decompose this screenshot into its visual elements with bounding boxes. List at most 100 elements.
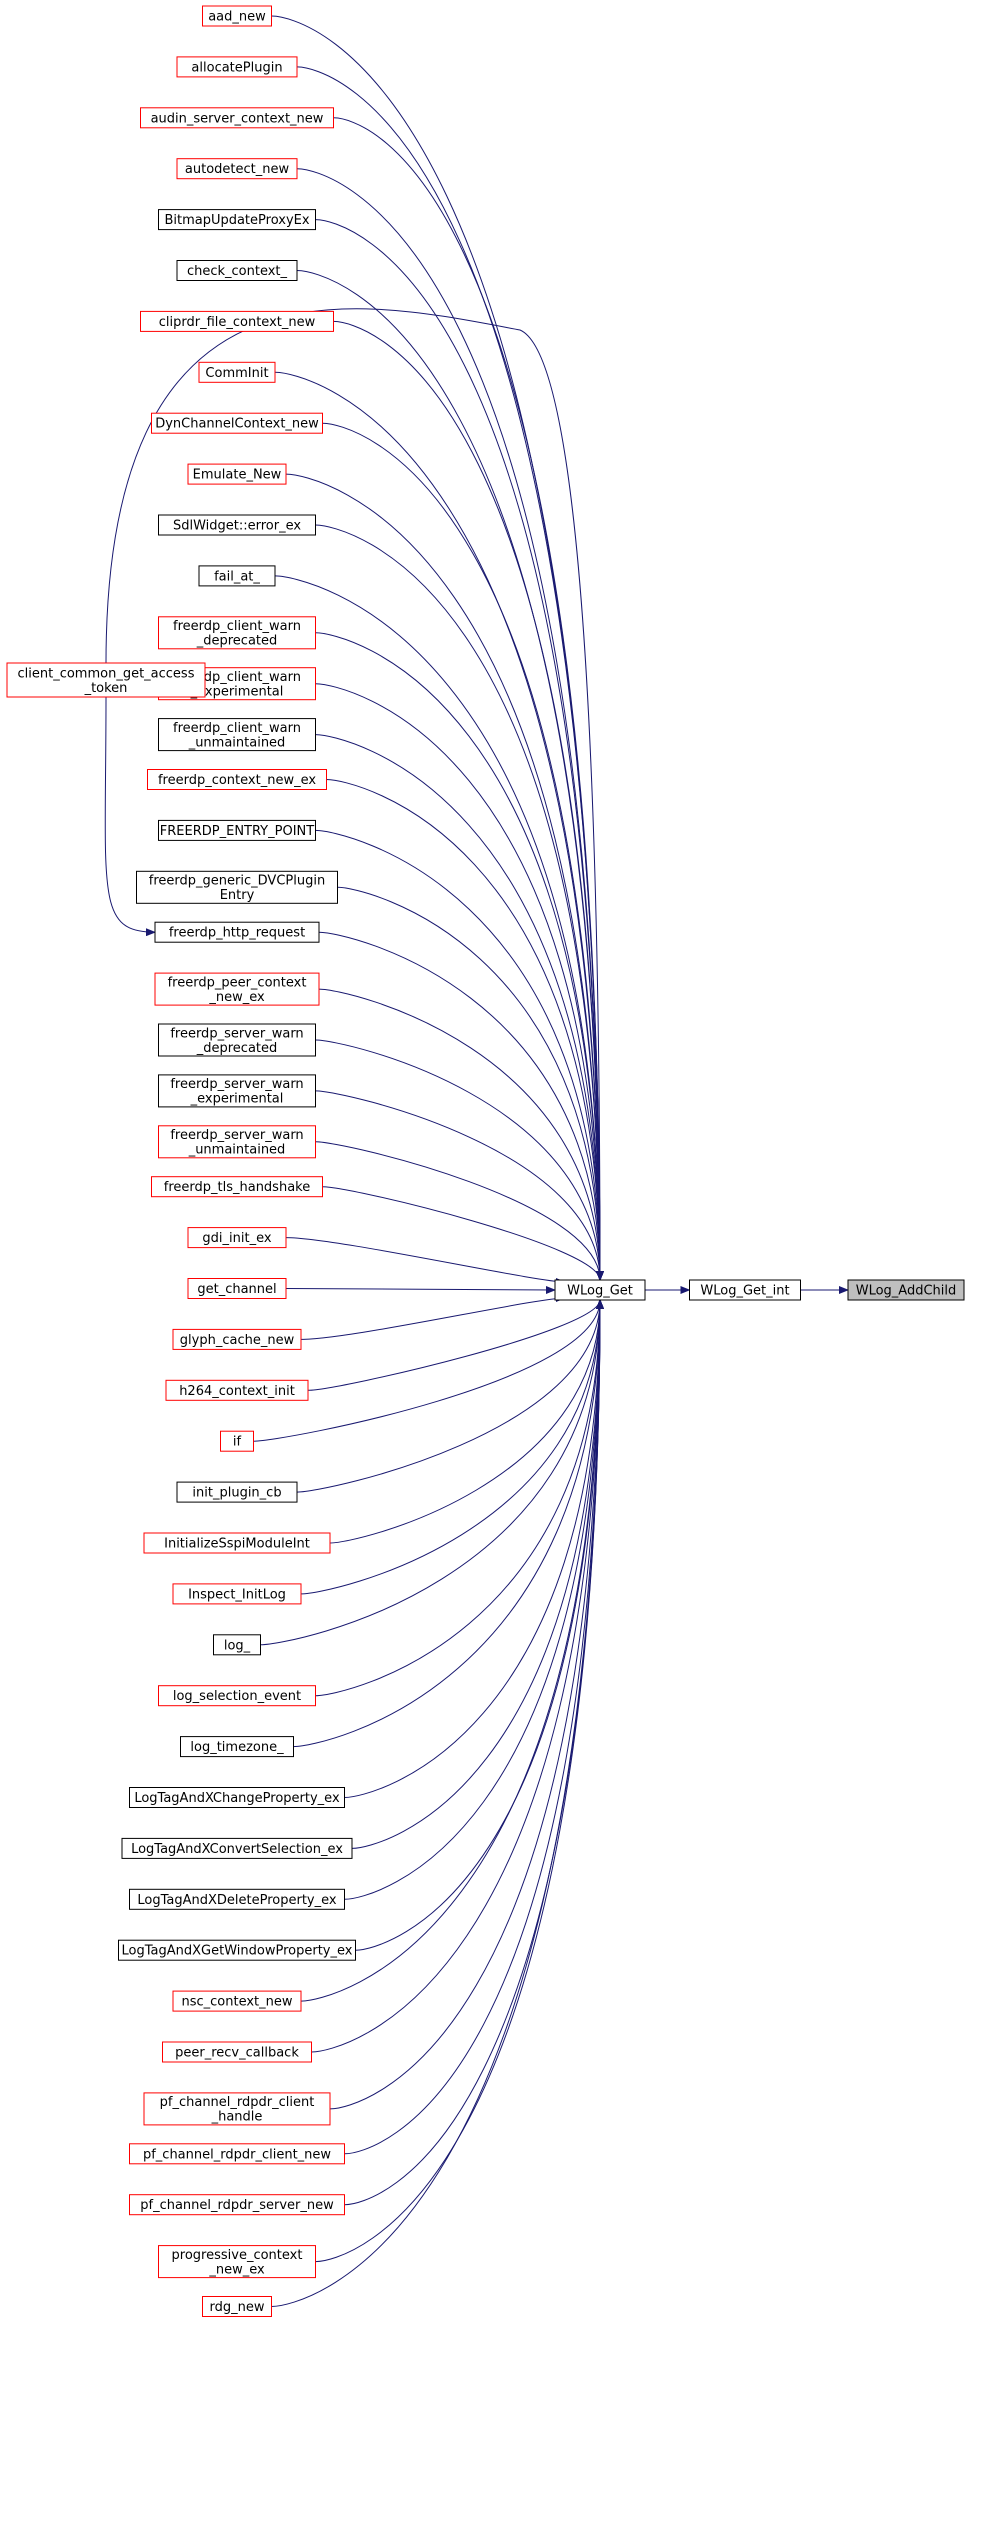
edge-peer-recv-callback-to-wlog-get bbox=[311, 1299, 604, 2053]
node-label: _experimental bbox=[190, 684, 284, 699]
node-init-plugin-cb[interactable]: init_plugin_cb bbox=[176, 1481, 298, 1503]
node-freerdp-entry-point[interactable]: FREERDP_ENTRY_POINT bbox=[158, 819, 316, 841]
node-wlog-get[interactable]: WLog_Get bbox=[554, 1279, 646, 1301]
node-inspect-initlog[interactable]: Inspect_InitLog bbox=[172, 1583, 302, 1605]
edge-freerdp-generic-dvcplugin-entry-to-wlog-get bbox=[337, 886, 604, 1281]
node-label: progressive_context bbox=[172, 2248, 303, 2263]
edge-log-selection-event-to-wlog-get bbox=[315, 1299, 604, 1697]
node-aad-new[interactable]: aad_new bbox=[202, 5, 272, 27]
node-progressive-context-new-ex[interactable]: progressive_context_new_ex bbox=[158, 2245, 316, 2279]
node-peer-recv-callback[interactable]: peer_recv_callback bbox=[162, 2041, 312, 2063]
edge-pf-channel-rdpdr-client-new-to-wlog-get bbox=[344, 1299, 604, 2155]
node-label: if bbox=[233, 1435, 242, 1450]
node-box bbox=[129, 2143, 345, 2165]
node-client-common-get-access-token[interactable]: client_common_get_access_token bbox=[6, 662, 206, 698]
node-box bbox=[176, 56, 298, 78]
node-freerdp-client-warn-unmaintained[interactable]: freerdp_client_warn_unmaintained bbox=[158, 718, 316, 752]
node-label: _handle bbox=[211, 2110, 263, 2125]
node-bitmapupdateproxyex[interactable]: BitmapUpdateProxyEx bbox=[158, 209, 316, 231]
node-box bbox=[143, 2092, 331, 2126]
node-box bbox=[158, 2245, 316, 2279]
node-box bbox=[118, 1939, 356, 1961]
edge-freerdp-server-warn-unmaintained-to-wlog-get bbox=[315, 1141, 604, 1281]
node-pf-channel-rdpdr-server-new[interactable]: pf_channel_rdpdr_server_new bbox=[129, 2194, 345, 2216]
node-freerdp-client-warn-deprecated[interactable]: freerdp_client_warn_deprecated bbox=[158, 616, 316, 650]
node-nsc-context-new[interactable]: nsc_context_new bbox=[172, 1990, 302, 2012]
edge-freerdp-entry-point-to-wlog-get bbox=[315, 829, 604, 1281]
node-log-timezone[interactable]: log_timezone_ bbox=[180, 1736, 294, 1758]
node-label: check_context_ bbox=[187, 264, 288, 279]
node-h264-context-init[interactable]: h264_context_init bbox=[165, 1379, 309, 1401]
node-glyph-cache-new[interactable]: glyph_cache_new bbox=[172, 1328, 302, 1350]
node-allocateplugin[interactable]: allocatePlugin bbox=[176, 56, 298, 78]
edge-pf-channel-rdpdr-client-handle-to-wlog-get bbox=[329, 1299, 604, 2110]
node-freerdp-server-warn-experimental[interactable]: freerdp_server_warn_experimental bbox=[158, 1074, 316, 1108]
node-box bbox=[136, 870, 338, 904]
node-label: WLog_Get_int bbox=[700, 1284, 789, 1299]
edge-initializesspimoduleint-to-wlog-get bbox=[329, 1299, 604, 1544]
node-box bbox=[172, 1583, 302, 1605]
node-freerdp-server-warn-unmaintained[interactable]: freerdp_server_warn_unmaintained bbox=[158, 1125, 316, 1159]
edge-fail-at-to-wlog-get bbox=[274, 575, 604, 1281]
node-comminit[interactable]: CommInit bbox=[198, 361, 276, 383]
node-gdi-init-ex[interactable]: gdi_init_ex bbox=[187, 1227, 287, 1249]
node-logtagandxconvertselection-ex[interactable]: LogTagAndXConvertSelection_ex bbox=[121, 1837, 353, 1859]
node-label: freerdp_client_warn bbox=[173, 619, 301, 634]
node-box bbox=[176, 1481, 298, 1503]
node-box bbox=[154, 921, 320, 943]
node-get-channel[interactable]: get_channel bbox=[187, 1278, 287, 1299]
node-label: Emulate_New bbox=[193, 468, 282, 483]
node-autodetect-new[interactable]: autodetect_new bbox=[176, 158, 298, 180]
node-dynchannelcontext-new[interactable]: DynChannelContext_new bbox=[151, 412, 323, 434]
node-cliprdr-file-context-new[interactable]: cliprdr_file_context_new bbox=[140, 310, 334, 332]
node-rdg-new[interactable]: rdg_new bbox=[202, 2296, 272, 2317]
node-box bbox=[158, 1074, 316, 1108]
node-logtagandxdeleteproperty-ex[interactable]: LogTagAndXDeleteProperty_ex bbox=[129, 1888, 345, 1910]
node-label: freerdp_generic_DVCPlugin bbox=[149, 874, 325, 889]
node-box bbox=[129, 1787, 345, 1808]
node-label: Entry bbox=[220, 888, 255, 903]
node-wlog-addchild[interactable]: WLog_AddChild bbox=[847, 1279, 965, 1301]
node-label: _unmaintained bbox=[188, 735, 286, 750]
node-label: LogTagAndXConvertSelection_ex bbox=[131, 1842, 343, 1857]
node-emulate-new[interactable]: Emulate_New bbox=[187, 463, 287, 485]
node-box bbox=[689, 1279, 801, 1301]
node-box bbox=[176, 158, 298, 180]
node-freerdp-http-request[interactable]: freerdp_http_request bbox=[154, 921, 320, 943]
node-log-selection-event[interactable]: log_selection_event bbox=[158, 1685, 316, 1707]
node-freerdp-tls-handshake[interactable]: freerdp_tls_handshake bbox=[151, 1176, 323, 1198]
node-label: log_selection_event bbox=[173, 1689, 301, 1704]
node-check-context[interactable]: check_context_ bbox=[176, 260, 298, 281]
node-fail-at[interactable]: fail_at_ bbox=[198, 565, 276, 587]
node-initializesspimoduleint[interactable]: InitializeSspiModuleInt bbox=[143, 1532, 331, 1554]
node-label: freerdp_server_warn bbox=[170, 1128, 303, 1143]
node-if[interactable]: if bbox=[220, 1430, 254, 1452]
node-label: allocatePlugin bbox=[191, 60, 282, 75]
node-box bbox=[213, 1634, 261, 1656]
node-label: pf_channel_rdpdr_client bbox=[160, 2095, 315, 2110]
node-freerdp-server-warn-deprecated[interactable]: freerdp_server_warn_deprecated bbox=[158, 1023, 316, 1057]
node-label: glyph_cache_new bbox=[180, 1333, 295, 1348]
node-label: _new_ex bbox=[208, 2262, 265, 2277]
node-label: pf_channel_rdpdr_client_new bbox=[143, 2147, 331, 2162]
node-wlog-get-int[interactable]: WLog_Get_int bbox=[689, 1279, 801, 1301]
node-box bbox=[198, 565, 276, 587]
node-logtagandxchangeproperty-ex[interactable]: LogTagAndXChangeProperty_ex bbox=[129, 1787, 345, 1808]
node-label: autodetect_new bbox=[185, 162, 290, 177]
node-log[interactable]: log_ bbox=[213, 1634, 261, 1656]
node-freerdp-peer-context-new-ex[interactable]: freerdp_peer_context_new_ex bbox=[154, 972, 320, 1006]
node-logtagandxgetwindowproperty-ex[interactable]: LogTagAndXGetWindowProperty_ex bbox=[118, 1939, 356, 1961]
node-pf-channel-rdpdr-client-new[interactable]: pf_channel_rdpdr_client_new bbox=[129, 2143, 345, 2165]
node-sdlwidget-error-ex[interactable]: SdlWidget::error_ex bbox=[158, 514, 316, 536]
node-audin-server-context-new[interactable]: audin_server_context_new bbox=[140, 107, 334, 129]
node-freerdp-context-new-ex[interactable]: freerdp_context_new_ex bbox=[147, 769, 327, 790]
node-label: SdlWidget::error_ex bbox=[173, 519, 301, 534]
node-pf-channel-rdpdr-client-handle[interactable]: pf_channel_rdpdr_client_handle bbox=[143, 2092, 331, 2126]
node-box bbox=[158, 1125, 316, 1159]
node-label: DynChannelContext_new bbox=[155, 417, 319, 432]
edge-client-common-get-access-token-to-freerdp-http-request bbox=[104, 696, 156, 937]
edge-nsc-context-new-to-wlog-get bbox=[300, 1299, 604, 2002]
node-label: freerdp_context_new_ex bbox=[158, 773, 316, 788]
